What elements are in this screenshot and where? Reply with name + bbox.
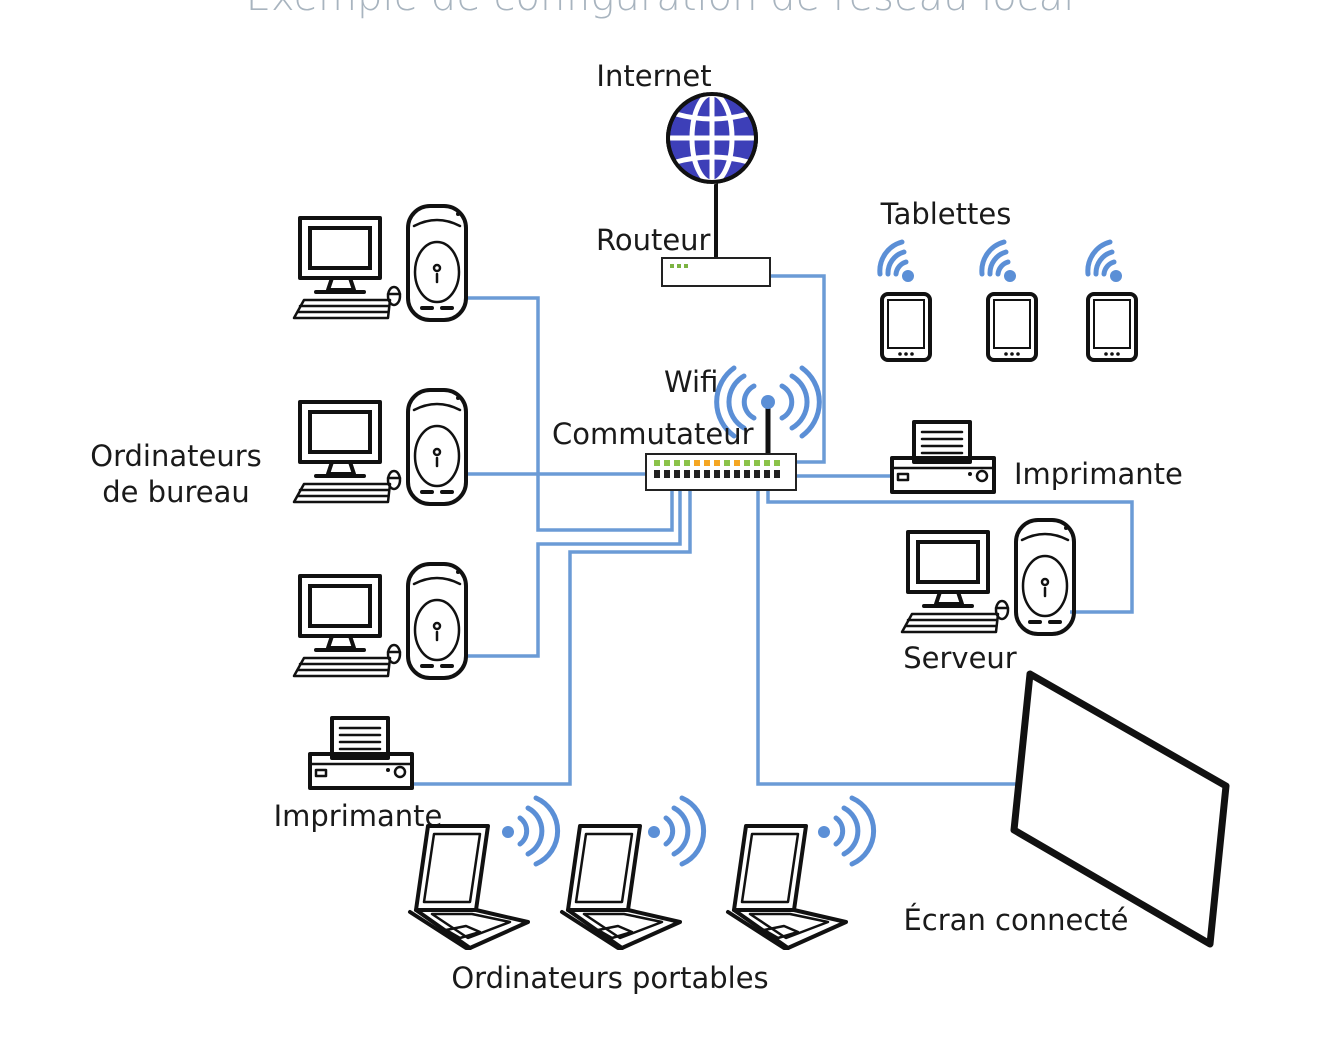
desktops-label-line2: de bureau [102, 475, 250, 509]
diagram-title: Exemple de configuration de réseau local [246, 0, 1075, 20]
wifi-signal-icon [982, 242, 1016, 282]
desktops-label-line1: Ordinateurs [90, 439, 261, 473]
printer-icon [890, 420, 996, 494]
printer-right-label: Imprimante [1014, 457, 1183, 491]
server-icon [900, 518, 1076, 636]
tablet-icon [1086, 292, 1138, 362]
laptop-group [408, 798, 874, 950]
globe-icon [666, 91, 758, 260]
internet-label: Internet [596, 59, 711, 93]
router-icon [661, 257, 771, 287]
switch-port-lights [654, 460, 780, 466]
printer-left-label: Imprimante [274, 799, 443, 833]
smart-screen-icon [1010, 670, 1230, 948]
switch-icon [645, 453, 797, 491]
tablet-icon [880, 292, 932, 362]
wifi-signal-icon [648, 798, 704, 864]
laptop-icon [560, 824, 682, 950]
router-label: Routeur [596, 223, 711, 257]
printer-icon [308, 716, 414, 790]
wifi-antenna-icon [714, 365, 822, 454]
tablet-icon [986, 292, 1038, 362]
wifi-signal-icon [1088, 242, 1122, 282]
network-cables [414, 274, 1134, 786]
smart-screen-label: Écran connecté [903, 903, 1128, 937]
laptop-icon [408, 824, 530, 950]
wifi-label: Wifi [664, 365, 718, 399]
desktop-computer-icon [292, 388, 468, 506]
tablet-group [880, 242, 1138, 362]
desktop-computer-icon [292, 204, 468, 322]
server-label: Serveur [903, 641, 1017, 675]
laptops-label: Ordinateurs portables [451, 961, 768, 995]
switch-label: Commutateur [552, 417, 754, 451]
desktop-computer-icon [292, 562, 468, 680]
wifi-signal-icon [502, 798, 558, 864]
laptop-icon [726, 824, 848, 950]
tablets-label: Tablettes [880, 197, 1012, 231]
wifi-signal-icon [880, 242, 914, 282]
wifi-signal-icon [818, 798, 874, 864]
